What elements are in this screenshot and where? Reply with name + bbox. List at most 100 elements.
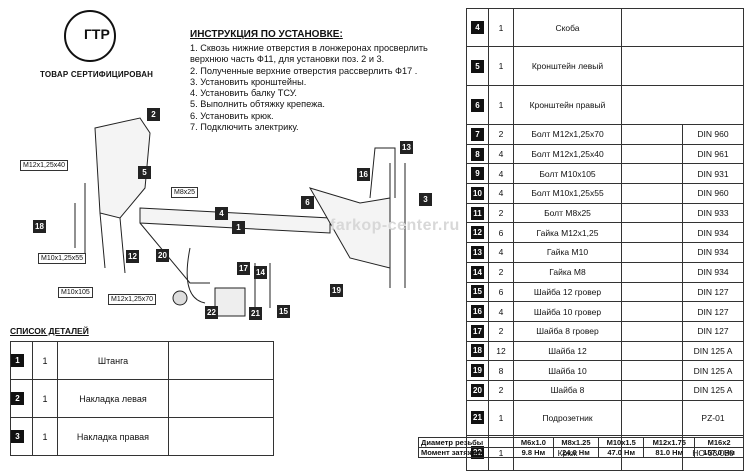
callout-bolt-m8x25: M8x25 xyxy=(171,187,199,198)
part-image xyxy=(621,183,683,204)
part-name: Гайка М8 xyxy=(513,261,622,283)
marker-22: 22 xyxy=(205,306,218,319)
marker-15: 15 xyxy=(277,305,290,318)
marker-2: 2 xyxy=(147,108,160,121)
part-qty: 1 xyxy=(488,8,514,47)
part-qty: 2 xyxy=(488,202,514,224)
torque-value: 81.0 Нм xyxy=(643,447,696,458)
part-image xyxy=(621,124,683,145)
part-qty: 2 xyxy=(488,261,514,283)
marker-20: 20 xyxy=(156,249,169,262)
part-name: Накладка левая xyxy=(57,379,169,418)
part-number: 15 xyxy=(471,285,484,299)
callout-bolt-m12x70: M12x1,25x70 xyxy=(108,294,157,305)
torque-size: M12x1.75 xyxy=(643,437,696,448)
marker-4: 4 xyxy=(215,207,228,220)
instruction-line: 5. Выполнить обтяжку крепежа. xyxy=(190,99,325,110)
part-name: Штанга xyxy=(57,341,169,380)
torque-size: M8x1.25 xyxy=(552,437,600,448)
part-qty: 1 xyxy=(488,46,514,86)
part-qty: 4 xyxy=(488,143,514,165)
part-standard: DIN 127 xyxy=(682,281,744,303)
marker-16: 16 xyxy=(357,168,370,181)
part-number: 7 xyxy=(471,127,484,141)
part-number: 21 xyxy=(471,411,484,425)
torque-size: M16x2 xyxy=(694,437,744,448)
part-image xyxy=(621,340,683,362)
part-standard: DIN 125 A xyxy=(682,360,744,381)
part-qty: 4 xyxy=(488,163,514,185)
part-name: Шайба 10 xyxy=(513,360,622,381)
table-row: 3 1 Накладка правая xyxy=(10,417,274,456)
part-number: 10 xyxy=(471,186,484,200)
part-standard: DIN 125 A xyxy=(682,340,744,362)
instruction-line: 7. Подключить электрику. xyxy=(190,122,299,133)
marker-6: 6 xyxy=(301,196,314,209)
part-qty: 1 xyxy=(32,341,58,380)
part-qty: 2 xyxy=(488,320,514,342)
part-name: Кронштейн левый xyxy=(513,46,622,86)
part-number: 13 xyxy=(471,245,484,259)
part-standard: DIN 934 xyxy=(682,261,744,283)
part-name: Гайка М12х1,25 xyxy=(513,222,622,244)
instructions-list: 1. Сквозь нижние отверстия в лонжеронах … xyxy=(190,43,470,133)
marker-18: 18 xyxy=(33,220,46,233)
part-name: Шайба 12 xyxy=(513,340,622,362)
parts-list-title: СПИСОК ДЕТАЛЕЙ xyxy=(10,326,89,336)
part-image xyxy=(168,417,274,456)
part-standard: DIN 960 xyxy=(682,124,744,145)
instruction-line: 1. Сквозь нижние отверстия в лонжеронах … xyxy=(190,43,428,53)
part-qty: 1 xyxy=(32,379,58,418)
part-qty: 4 xyxy=(488,301,514,322)
part-name: Гайка М10 xyxy=(513,242,622,263)
table-row: 1 1 Штанга xyxy=(10,341,274,380)
part-number: 11 xyxy=(471,206,484,220)
torque-value: 47.0 Нм xyxy=(598,447,645,458)
part-image xyxy=(621,379,683,401)
part-qty: 6 xyxy=(488,222,514,244)
part-number: 12 xyxy=(471,226,484,240)
instruction-line: 2. Полученные верхние отверстия рассверл… xyxy=(190,65,418,76)
instruction-line: 3. Установить кронштейны. xyxy=(190,76,307,87)
part-number: 19 xyxy=(471,364,484,378)
instructions-title: ИНСТРУКЦИЯ ПО УСТАНОВКЕ: xyxy=(190,29,343,40)
table-row: 2 1 Накладка левая xyxy=(10,379,274,418)
part-name: Накладка правая xyxy=(57,417,169,456)
callout-bolt-m12x40: M12x1,25x40 xyxy=(20,160,69,171)
part-number: 6 xyxy=(471,98,484,112)
torque-value: 157.0 Нм xyxy=(694,447,744,458)
part-image xyxy=(621,261,683,283)
part-qty: 4 xyxy=(488,242,514,263)
part-qty: 6 xyxy=(488,281,514,303)
part-qty: 12 xyxy=(488,340,514,362)
torque-value: 9.8 Нм xyxy=(513,447,554,458)
marker-1: 1 xyxy=(232,221,245,234)
part-image xyxy=(621,242,683,263)
marker-13: 13 xyxy=(400,141,413,154)
marker-3: 3 xyxy=(419,193,432,206)
marker-5: 5 xyxy=(138,166,151,179)
torque-size-label: Диаметр резьбы xyxy=(418,437,514,448)
certification-label: ТОВАР СЕРТИФИЦИРОВАН xyxy=(40,70,154,79)
part-qty: 1 xyxy=(488,85,514,125)
watermark: farkop-center.ru xyxy=(330,217,460,234)
part-image xyxy=(168,379,274,418)
part-name: Болт М12х1,25х40 xyxy=(513,143,622,165)
part-image xyxy=(621,85,744,125)
part-image xyxy=(621,222,683,244)
part-qty: 2 xyxy=(488,379,514,401)
part-image xyxy=(621,202,683,224)
torque-row-values: Момент затяжки 9.8 Нм 24.0 Нм 47.0 Нм 81… xyxy=(418,447,744,458)
part-name: Подрозетник xyxy=(513,399,622,436)
